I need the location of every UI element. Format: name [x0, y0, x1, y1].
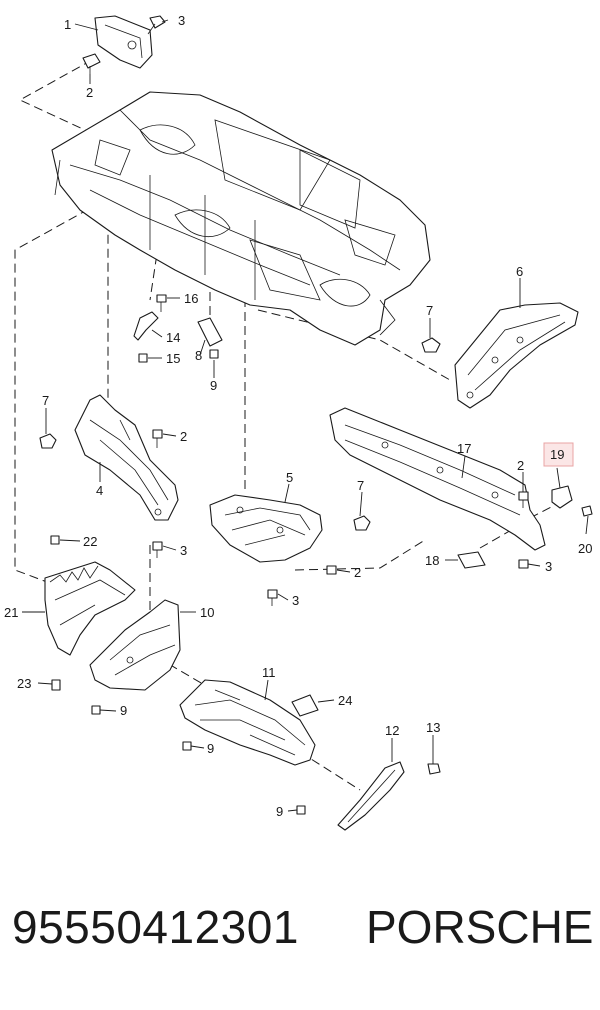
callout-5: 5	[286, 470, 293, 485]
bolt-2-right	[518, 491, 529, 508]
callout-14: 14	[166, 330, 180, 345]
part-12-strut	[337, 761, 405, 831]
callout-19-highlight	[543, 442, 574, 467]
bolt-9-bottom	[296, 805, 306, 815]
part-8-bracket	[197, 317, 223, 359]
callout-9: 9	[210, 378, 217, 393]
part-11-shield	[179, 679, 316, 766]
bolt-9-center	[182, 741, 192, 751]
callout-12: 12	[385, 723, 399, 738]
part-21-shield	[44, 561, 136, 656]
callout-16: 16	[184, 291, 198, 306]
callout-19: 19	[550, 447, 564, 462]
callout-2-center: 2	[354, 565, 361, 580]
nut-7-center	[353, 515, 371, 531]
callout-3: 3	[178, 13, 185, 28]
bolt-22	[50, 535, 60, 545]
bolt-2-center	[326, 565, 337, 575]
callout-9-center: 9	[207, 741, 214, 756]
bolt-9-left	[91, 705, 101, 715]
bolt-20	[581, 505, 593, 517]
callout-2-left: 2	[180, 429, 187, 444]
part-4-panel	[74, 394, 179, 521]
leader-lines	[22, 19, 589, 812]
brand-name: PORSCHE	[366, 901, 594, 953]
callout-3-right: 3	[545, 559, 552, 574]
callout-2-right: 2	[517, 458, 524, 473]
callout-21: 21	[4, 605, 18, 620]
callout-17: 17	[457, 441, 471, 456]
callout-9-bottom: 9	[276, 804, 283, 819]
part-10-shield	[89, 599, 181, 691]
part-6-bracket	[454, 302, 579, 409]
callout-23: 23	[17, 676, 31, 691]
bolt-3-left	[152, 541, 163, 558]
part-1-bracket	[94, 15, 153, 69]
nut-13	[427, 763, 441, 775]
callout-10: 10	[200, 605, 214, 620]
callout-labels: 1 3 2 6 7 16 14 15 8 9 7 2 4 3 5 7 3 2 1…	[4, 13, 592, 819]
car-body-shell	[51, 91, 431, 346]
callout-7-left: 7	[42, 393, 49, 408]
callout-4: 4	[96, 483, 103, 498]
callout-8: 8	[195, 348, 202, 363]
bolt-23	[51, 679, 61, 691]
bolt-16	[156, 294, 167, 312]
clip-2-top	[82, 53, 101, 74]
bracket-14	[133, 311, 159, 341]
callout-13: 13	[426, 720, 440, 735]
callout-6: 6	[516, 264, 523, 279]
bolt-3-right	[518, 559, 529, 569]
part-19-clip	[551, 485, 573, 509]
part-5-panel	[209, 494, 323, 563]
clip-24	[291, 694, 319, 717]
callout-1: 1	[64, 17, 71, 32]
callout-20: 20	[578, 541, 592, 556]
part-18-pad	[457, 551, 486, 569]
callout-11: 11	[262, 665, 276, 680]
footer: 95550412301 PORSCHE	[0, 900, 600, 980]
part-17-rail	[329, 407, 546, 551]
callout-9-left: 9	[120, 703, 127, 718]
nut-7-right	[421, 337, 441, 353]
callout-22: 22	[83, 534, 97, 549]
bolt-15	[138, 353, 148, 363]
callout-18: 18	[425, 553, 439, 568]
callout-3-left: 3	[180, 543, 187, 558]
callout-7: 7	[426, 303, 433, 318]
callout-15: 15	[166, 351, 180, 366]
bolt-3-center	[267, 589, 278, 606]
callout-2: 2	[86, 85, 93, 100]
callout-3-center: 3	[292, 593, 299, 608]
exploded-parts-diagram: 1 3 2 6 7 16 14 15 8 9 7 2 4 3 5 7 3 2 1…	[4, 13, 593, 831]
bolt-3-top	[147, 15, 166, 35]
callout-7-center: 7	[357, 478, 364, 493]
nut-7-left	[39, 433, 57, 449]
part-number: 95550412301	[12, 901, 299, 953]
bolt-2-left	[152, 429, 163, 448]
callout-24: 24	[338, 693, 352, 708]
